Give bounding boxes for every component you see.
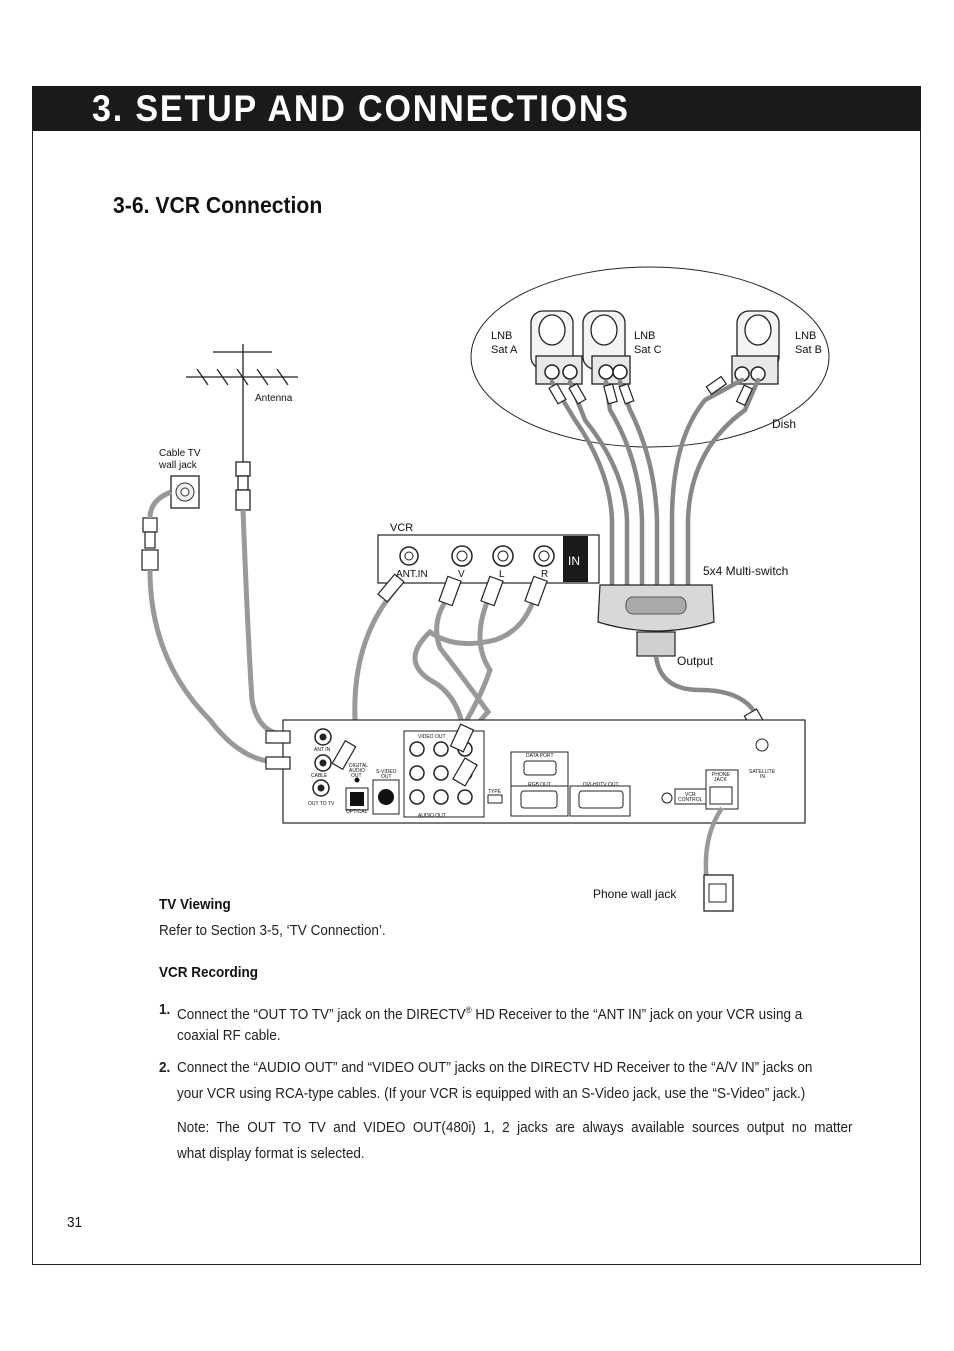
lnb-sat-a-icon	[530, 310, 583, 385]
receiver-digital-audio-label-3: OUT	[351, 773, 362, 779]
receiver-satellite-in-label-2: IN	[760, 774, 765, 780]
receiver-type-label: TYPE	[488, 789, 502, 795]
registered-mark: ®	[465, 1005, 472, 1015]
step-1-line-2: coaxial RF cable.	[177, 1027, 281, 1044]
cable-tv-label: Cable TV	[159, 448, 201, 459]
dish-outline	[470, 266, 830, 448]
output-cable	[653, 655, 761, 720]
vcr-recording-heading: VCR Recording	[159, 964, 259, 981]
step-2-line-2: your VCR using RCA-type cables. (If your…	[177, 1085, 806, 1102]
receiver-ant-in-label: ANT IN	[314, 747, 331, 753]
step-2-line-1: Connect the “AUDIO OUT” and “VIDEO OUT” …	[177, 1059, 813, 1076]
header-bar: 3. SETUP AND CONNECTIONS	[32, 86, 921, 131]
step-2-number: 2.	[159, 1059, 171, 1076]
tv-viewing-text: Refer to Section 3-5, ‘TV Connection’.	[159, 922, 386, 939]
receiver-vcr-control-label-2: CONTROL	[678, 797, 703, 803]
cable-tv-connector-icon	[141, 517, 159, 571]
receiver-digital-audio-label: DIGITAL	[349, 763, 368, 769]
output-label: Output	[677, 654, 714, 668]
receiver-cable-label: CABLE	[311, 773, 328, 779]
receiver-svideo-label-2: OUT	[381, 774, 392, 780]
receiver-vcr-control-label: VCR	[685, 792, 696, 798]
note-line-1: Note: The OUT TO TV and VIDEO OUT(480i) …	[177, 1119, 853, 1136]
vcr-v-label: V	[458, 569, 465, 580]
receiver-rgb-out-label: RGB OUT	[528, 782, 551, 788]
receiver-phone-jack-label: PHONE	[712, 772, 730, 778]
dish-label: Dish	[772, 417, 796, 431]
receiver-optical-label: OPTICAL	[346, 809, 368, 815]
receiver-data-port-label: DATA PORT	[526, 753, 554, 759]
vcr-l-label: L	[499, 569, 505, 580]
antenna-label: Antenna	[255, 393, 293, 404]
lnb-sat-a-label: LNB	[491, 330, 512, 342]
cable-tv-sub-label: wall jack	[158, 460, 198, 471]
multiswitch-icon	[597, 584, 715, 657]
multiswitch-label: 5x4 Multi-switch	[703, 564, 788, 578]
receiver-dvi-out-label: DVI-HDTV OUT	[583, 782, 619, 788]
lnb-sat-c-sub-label: Sat C	[634, 344, 662, 356]
page-number: 31	[67, 1214, 83, 1231]
vcr-ant-in-label: ANT.IN	[396, 569, 428, 580]
page-title: 3. SETUP AND CONNECTIONS	[92, 88, 630, 129]
receiver-phone-jack-label-2: JACK	[714, 777, 727, 783]
lnb-sat-b-sub-label: Sat B	[795, 344, 822, 356]
antenna-icon	[186, 344, 298, 511]
vcr-icon	[377, 534, 600, 584]
cable-tv-wall-jack-icon	[170, 475, 200, 509]
step-1-text-a: Connect the “OUT TO TV” jack on the DIRE…	[177, 1006, 466, 1023]
lnb-cables	[549, 377, 761, 593]
lnb-connectors	[548, 375, 754, 407]
lnb-sat-c-label: LNB	[634, 330, 655, 342]
lnb-sat-b-icon	[731, 310, 780, 385]
step-1-text-b: HD Receiver to the “ANT IN” jack on your…	[471, 1006, 803, 1023]
vcr-in-label: IN	[568, 554, 580, 568]
vcr-r-label: R	[541, 569, 548, 580]
receiver-digital-audio-label-2: AUDIO	[349, 768, 365, 774]
step-1-line-1: Connect the “OUT TO TV” jack on the DIRE…	[177, 997, 802, 1028]
phone-wall-jack-icon	[703, 874, 734, 912]
vcr-rca-plugs	[377, 573, 548, 607]
receiver-svideo-label: S-VIDEO	[376, 769, 397, 775]
step-1-number: 1.	[159, 1001, 171, 1018]
receiver-cable-plugs	[265, 723, 478, 787]
receiver-audio-out-label: AUDIO OUT	[418, 813, 446, 819]
phone-wall-jack-label: Phone wall jack	[593, 887, 677, 901]
vcr-label: VCR	[390, 522, 413, 534]
receiver-video-out-label: VIDEO OUT	[418, 734, 446, 740]
receiver-out-to-tv-label: OUT TO TV	[308, 801, 335, 807]
tv-viewing-heading: TV Viewing	[159, 896, 231, 913]
note-line-2: what display format is selected.	[177, 1145, 365, 1162]
antenna-cable	[240, 509, 286, 738]
lnb-sat-c-icon	[582, 310, 631, 385]
lnb-sat-a-sub-label: Sat A	[491, 344, 518, 356]
cable-tv-cable	[147, 489, 276, 765]
lnb-sat-b-label: LNB	[795, 330, 816, 342]
receiver-satellite-in-label: SATELLITE	[749, 769, 776, 775]
section-title: 3-6. VCR Connection	[113, 192, 323, 218]
